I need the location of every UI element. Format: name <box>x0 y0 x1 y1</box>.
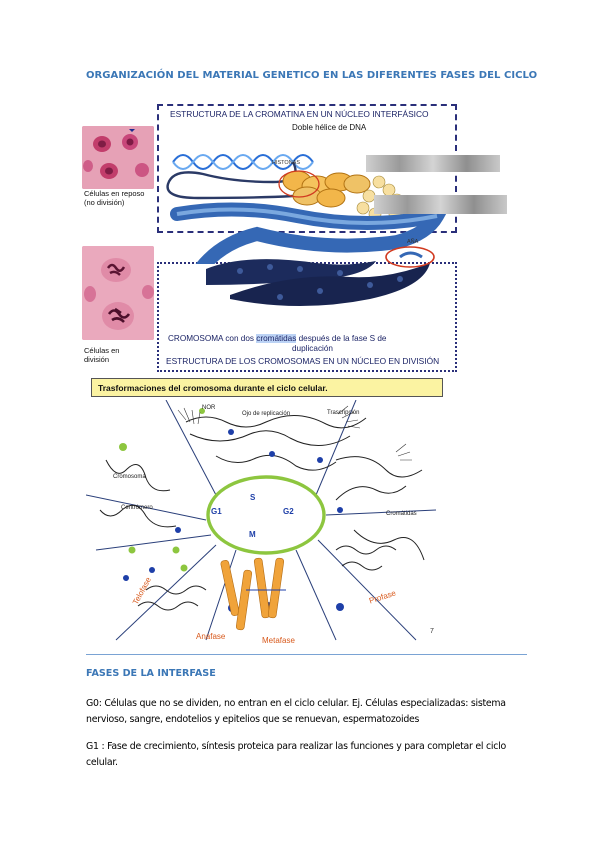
transcription-label: Trascripción <box>327 410 360 416</box>
histone-cluster <box>278 170 371 208</box>
em-micrograph-fiber-thick <box>374 195 507 214</box>
cell-cycle-diagram <box>86 400 437 641</box>
duplication-label: duplicación <box>292 344 333 353</box>
dividing-cells-micrograph <box>82 246 154 340</box>
g0-paragraph: G0: Células que no se dividen, no entran… <box>86 698 506 725</box>
phase-g1-label: G1 <box>211 507 222 516</box>
dividing-cells-caption: Células en división <box>84 346 120 364</box>
replication-eye-label: Ojo de replicación <box>242 411 291 417</box>
resting-cells-caption: Células en reposo (no división) <box>84 189 145 207</box>
cycle-ring <box>206 475 326 555</box>
condensed-chromosome <box>206 246 435 306</box>
chromatids-label: Cromátidas <box>386 511 417 517</box>
centromere-label: Centrómero <box>121 505 153 511</box>
cell-cycle-banner: Trasformaciones del cromosoma durante el… <box>91 378 443 397</box>
dna-helix-label: Doble hélice de DNA <box>292 123 367 132</box>
histones-label: HISTONAS <box>272 160 301 166</box>
chromatin-illustration <box>166 154 451 264</box>
figure-page-number: 7 <box>430 628 434 635</box>
ana-label: AÑA <box>407 239 419 245</box>
division-structure-label: ESTRUCTURA DE LOS CROMOSOMAS EN UN NÚCLE… <box>166 356 440 366</box>
chromatin-fiber <box>166 161 297 200</box>
anaphase-label: Anafase <box>196 632 226 641</box>
section-divider <box>86 654 527 655</box>
dna-helix <box>172 154 314 170</box>
nor-label: NOR <box>202 405 216 411</box>
g1-paragraph: G1 : Fase de crecimiento, síntesis prote… <box>86 741 506 768</box>
section-title: FASES DE LA INTERFASE <box>86 668 216 679</box>
phase-g2-label: G2 <box>283 507 294 516</box>
metaphase-label: Metafase <box>262 636 295 645</box>
chromosome-chromatids-label: CROMOSOMA con dos cromátidas después de … <box>168 334 387 343</box>
page-heading: ORGANIZACIÓN DEL MATERIAL GENETICO EN LA… <box>86 70 538 81</box>
phase-s-label: S <box>250 493 256 502</box>
chromosome-label: Cromosoma <box>113 474 146 480</box>
resting-cells-micrograph <box>82 126 154 189</box>
phase-m-label: M <box>249 530 256 539</box>
em-micrograph-fiber-thin <box>366 155 500 172</box>
interphase-structure-label: ESTRUCTURA DE LA CROMATINA EN UN NÚCLEO … <box>170 109 429 119</box>
